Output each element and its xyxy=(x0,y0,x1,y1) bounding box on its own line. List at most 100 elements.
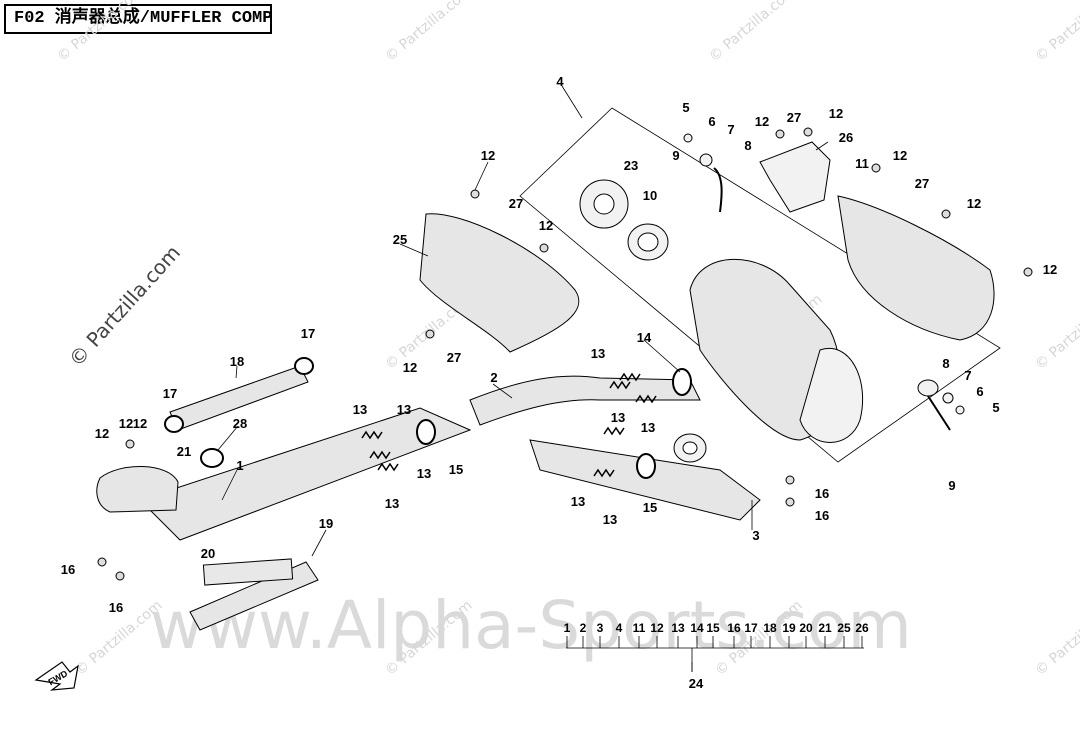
gasket-14 xyxy=(672,368,692,396)
callout-c12c: 12 xyxy=(403,360,417,375)
callout-c12d: 12 xyxy=(755,114,769,129)
callout-c27d: 27 xyxy=(915,176,929,191)
callout-c9b: 9 xyxy=(948,478,955,493)
gasket-10 xyxy=(627,223,669,261)
callout-c6b: 6 xyxy=(976,384,983,399)
gasket-15-right xyxy=(636,453,656,479)
heat-shield-11 xyxy=(837,195,995,341)
springs-13 xyxy=(361,372,657,478)
callout-c13i: 13 xyxy=(603,512,617,527)
callout-c21: 21 xyxy=(177,444,191,459)
callout-c16d: 16 xyxy=(815,508,829,523)
bracket-8-right xyxy=(917,379,965,431)
kit-item-21: 21 xyxy=(818,621,832,635)
fasteners xyxy=(97,127,1033,581)
callout-c7b: 7 xyxy=(964,368,971,383)
callout-c5a: 5 xyxy=(682,100,689,115)
flange-23 xyxy=(579,179,629,229)
callout-c26: 26 xyxy=(839,130,853,145)
pipe-3 xyxy=(529,439,761,521)
callout-c4: 4 xyxy=(556,74,564,89)
callout-c17b: 17 xyxy=(163,386,177,401)
kit-item-25: 25 xyxy=(837,621,851,635)
callout-c17a: 17 xyxy=(301,326,315,341)
diagram-title: F02 消声器总成/MUFFLER COMP xyxy=(4,4,272,34)
watermark-small-4: © Partzilla.com xyxy=(1032,0,1080,65)
callout-c11: 11 xyxy=(855,156,869,171)
kit-item-17: 17 xyxy=(744,621,758,635)
callout-c28: 28 xyxy=(233,416,247,431)
kit-item-11: 11 xyxy=(633,621,646,635)
kit-bracket xyxy=(566,647,864,672)
callout-c27a: 27 xyxy=(509,196,523,211)
callout-c10: 10 xyxy=(643,188,657,203)
callout-c13g: 13 xyxy=(641,420,655,435)
watermark-large: www.Alpha-Sports.com xyxy=(150,587,912,664)
callout-c5b: 5 xyxy=(992,400,999,415)
callout-c12k: 12 xyxy=(119,416,133,431)
clamp-17-lower xyxy=(164,415,184,433)
flange-lower xyxy=(673,433,707,463)
kit-item-14: 14 xyxy=(690,621,704,635)
callout-c12a: 12 xyxy=(481,148,495,163)
bracket-8-top xyxy=(683,133,723,213)
callout-c1: 1 xyxy=(236,458,243,473)
callout-c20: 20 xyxy=(201,546,215,561)
kit-item-2: 2 xyxy=(580,621,587,635)
callout-c12j: 12 xyxy=(95,426,109,441)
callout-c8b: 8 xyxy=(942,356,949,371)
callout-c23: 23 xyxy=(624,158,638,173)
callout-c13a: 13 xyxy=(353,402,367,417)
callout-c3: 3 xyxy=(752,528,759,543)
ring-28 xyxy=(200,448,224,468)
callout-c16c: 16 xyxy=(815,486,829,501)
callout-c15b: 15 xyxy=(643,500,657,515)
exhaust-pipe-1 xyxy=(139,407,472,541)
callout-c13e: 13 xyxy=(591,346,605,361)
callout-c16b: 16 xyxy=(109,600,123,615)
callout-c24: 24 xyxy=(689,676,704,691)
callout-c13b: 13 xyxy=(397,402,411,417)
callout-c7a: 7 xyxy=(727,122,734,137)
callout-c12g: 12 xyxy=(967,196,981,211)
watermark-small-7: © Partzilla.com xyxy=(1032,291,1080,373)
kit-item-13: 13 xyxy=(671,621,685,635)
muffler-end-cap xyxy=(799,347,864,443)
callout-c12b: 12 xyxy=(539,218,553,233)
pipe-2 xyxy=(469,375,701,426)
gasket-15-left xyxy=(416,419,436,445)
watermark-small-1: © Partzilla.com xyxy=(54,0,147,65)
watermark-rotated: © Partzilla.com xyxy=(64,241,185,372)
callout-c15a: 15 xyxy=(449,462,463,477)
kit-item-15: 15 xyxy=(706,621,720,635)
cover-21 xyxy=(96,466,179,513)
kit-item-18: 18 xyxy=(763,621,777,635)
watermark-small-2: © Partzilla.com xyxy=(382,0,475,65)
callout-c18: 18 xyxy=(230,354,244,369)
heat-shield-25 xyxy=(419,213,580,353)
callout-c27b: 27 xyxy=(447,350,461,365)
callout-c19: 19 xyxy=(319,516,333,531)
kit-item-1: 1 xyxy=(564,621,571,635)
label-20 xyxy=(202,558,294,586)
callout-c9a: 9 xyxy=(672,148,679,163)
callout-c14: 14 xyxy=(637,330,652,345)
callout-c12i: 12 xyxy=(133,416,147,431)
watermark-small-11: © Partzilla.com xyxy=(1032,597,1080,679)
clamp-17-upper xyxy=(294,357,314,375)
callout-c16a: 16 xyxy=(61,562,75,577)
callout-c12e: 12 xyxy=(829,106,843,121)
callout-c12h: 12 xyxy=(1043,262,1057,277)
kit-item-3: 3 xyxy=(597,621,604,635)
callout-c13c: 13 xyxy=(417,466,431,481)
callout-layer: 1234556677889910111212121212121212121212… xyxy=(61,74,1057,691)
callout-c25: 25 xyxy=(393,232,407,247)
callout-c6a: 6 xyxy=(708,114,715,129)
callout-c2: 2 xyxy=(490,370,497,385)
watermark-small-3: © Partzilla.com xyxy=(706,0,799,65)
callout-c13h: 13 xyxy=(571,494,585,509)
kit-item-26: 26 xyxy=(855,621,869,635)
callout-c12f: 12 xyxy=(893,148,907,163)
